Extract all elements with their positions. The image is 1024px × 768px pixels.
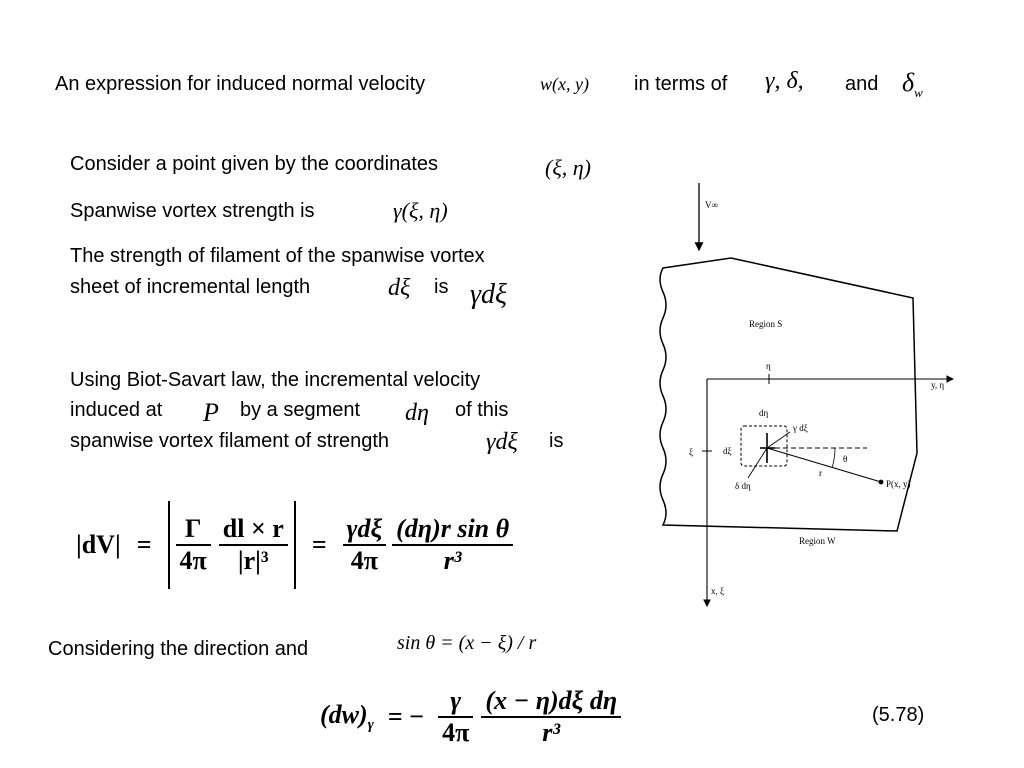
math-dxi: dξ bbox=[388, 275, 411, 301]
biot-line3: spanwise vortex filament of strength bbox=[70, 430, 390, 452]
math-w-xy: w(x, y) bbox=[540, 74, 589, 94]
d-eta-label: dη bbox=[759, 408, 769, 418]
math-gamma-dxi-2: γdξ bbox=[486, 429, 518, 455]
gamma-dxi-label: γ dξ bbox=[792, 423, 808, 433]
math-gamma-dxi: γdξ bbox=[470, 279, 508, 310]
eta-label: η bbox=[766, 361, 771, 371]
y-eta-label: y, η bbox=[931, 380, 944, 390]
point-p-label: P(x, y) bbox=[886, 479, 911, 489]
eq1-lhs: |dV| bbox=[76, 530, 121, 559]
v-inf-label: V∞ bbox=[705, 200, 718, 210]
r-label: r bbox=[819, 468, 822, 478]
math-p: P bbox=[203, 398, 219, 427]
theta-arc bbox=[831, 447, 836, 469]
math-deta: dη bbox=[405, 400, 429, 426]
filament-line2: sheet of incremental length bbox=[70, 276, 311, 298]
d-xi-label: dξ bbox=[723, 446, 732, 456]
xi-label: ξ bbox=[689, 447, 693, 457]
point-p-marker bbox=[878, 479, 884, 485]
biot-line1: Using Biot-Savart law, the incremental v… bbox=[70, 369, 481, 391]
math-gamma-delta: γ, δ, bbox=[765, 68, 804, 94]
delta-deta-label: δ dη bbox=[735, 481, 751, 491]
biot-line2-c: of this bbox=[455, 399, 509, 421]
region-s-label: Region S bbox=[749, 319, 782, 329]
math-delta-w: δw bbox=[902, 68, 923, 101]
region-w-label: Region W bbox=[799, 536, 836, 546]
strength-text: Spanwise vortex strength is bbox=[70, 200, 315, 222]
filament-line1: The strength of filament of the spanwise… bbox=[70, 245, 485, 267]
vortex-element-box bbox=[740, 425, 788, 467]
radius-line bbox=[766, 447, 882, 483]
math-sin-theta: sin θ = (x − ξ) / r bbox=[397, 632, 537, 654]
delta-deta-leader bbox=[747, 447, 768, 479]
and-text: and bbox=[845, 73, 879, 95]
intro-text: An expression for induced normal velocit… bbox=[55, 73, 426, 95]
gamma-dxi-leader bbox=[766, 431, 791, 449]
direction-text: Considering the direction and bbox=[48, 638, 309, 660]
filament-is: is bbox=[434, 276, 449, 298]
wing-planform bbox=[659, 257, 918, 532]
math-gamma-xi-eta: γ(ξ, η) bbox=[393, 198, 448, 223]
eq2-lhs: (dw)γ bbox=[320, 699, 374, 734]
in-terms-text: in terms of bbox=[634, 73, 728, 95]
theta-label: θ bbox=[843, 454, 847, 464]
biot-line2-a: induced at bbox=[70, 399, 163, 421]
point-text: Consider a point given by the coordinate… bbox=[70, 153, 439, 175]
biot-is: is bbox=[549, 430, 564, 452]
eq1-frac-cross: dl × r|r|³ bbox=[218, 514, 288, 576]
equation-number: (5.78) bbox=[872, 704, 925, 726]
vortex-sheet-diagram: V∞ Region S Region W y, η η x, ξ ξ dη dξ… bbox=[659, 183, 955, 608]
math-xi-eta: (ξ, η) bbox=[545, 155, 591, 180]
x-xi-label: x, ξ bbox=[711, 586, 724, 596]
biot-line2-b: by a segment bbox=[240, 399, 361, 421]
